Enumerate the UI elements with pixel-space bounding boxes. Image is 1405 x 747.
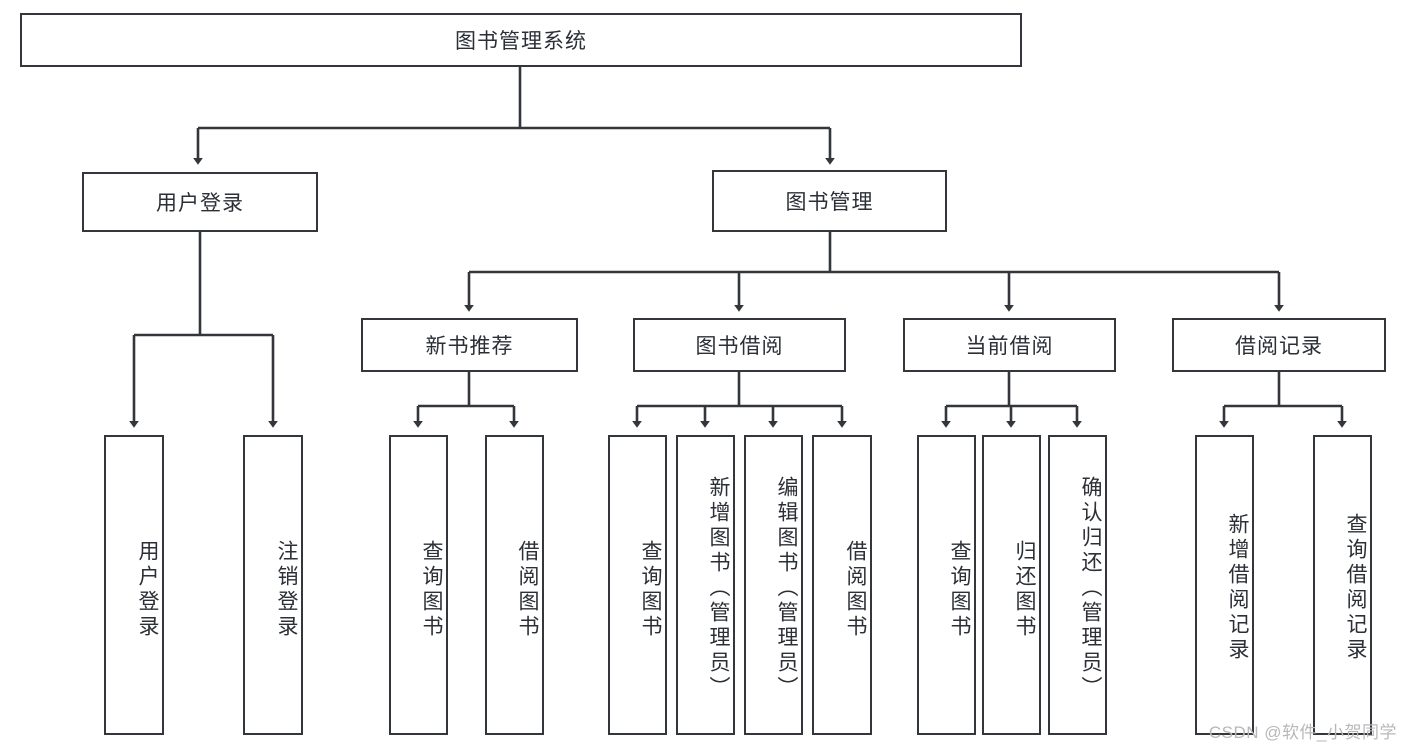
node-leaf-logout-login[interactable]: 注销登录 [243, 435, 303, 735]
node-user-login[interactable]: 用户登录 [82, 172, 318, 232]
node-current-borrow[interactable]: 当前借阅 [903, 318, 1116, 372]
node-leaf-query-book-3[interactable]: 查询图书 [917, 435, 976, 735]
node-leaf-user-login[interactable]: 用户登录 [104, 435, 164, 735]
node-leaf-borrow-book-2-label: 借阅图书 [844, 540, 867, 640]
node-borrow-record[interactable]: 借阅记录 [1172, 318, 1386, 372]
node-leaf-user-login-label: 用户登录 [136, 540, 159, 640]
node-leaf-confirm-return[interactable]: 确认归还（管理员） [1048, 435, 1107, 735]
node-leaf-borrow-book-1-label: 借阅图书 [516, 540, 539, 640]
node-root-label: 图书管理系统 [455, 30, 587, 53]
node-leaf-query-book-1-label: 查询图书 [420, 540, 443, 640]
node-leaf-logout-login-label: 注销登录 [275, 540, 298, 640]
node-current-borrow-label: 当前借阅 [965, 335, 1054, 358]
node-leaf-query-book-2[interactable]: 查询图书 [608, 435, 667, 735]
node-leaf-query-book-3-label: 查询图书 [948, 540, 971, 640]
node-new-book-recommend-label: 新书推荐 [425, 335, 514, 358]
node-user-login-label: 用户登录 [156, 192, 244, 215]
node-borrow-record-label: 借阅记录 [1235, 335, 1323, 358]
node-leaf-edit-book-label: 编辑图书（管理员） [775, 475, 798, 701]
node-leaf-query-record-label: 查询借阅记录 [1344, 513, 1367, 663]
node-book-borrow[interactable]: 图书借阅 [633, 318, 846, 372]
node-leaf-confirm-return-label: 确认归还（管理员） [1079, 475, 1102, 701]
node-leaf-add-book-label: 新增图书（管理员） [707, 475, 730, 701]
node-leaf-borrow-book-2[interactable]: 借阅图书 [812, 435, 872, 735]
node-leaf-query-book-2-label: 查询图书 [639, 540, 662, 640]
node-leaf-borrow-book-1[interactable]: 借阅图书 [485, 435, 544, 735]
node-leaf-return-book[interactable]: 归还图书 [982, 435, 1041, 735]
node-book-manage-label: 图书管理 [785, 191, 874, 214]
node-leaf-add-record-label: 新增借阅记录 [1226, 513, 1249, 663]
node-new-book-recommend[interactable]: 新书推荐 [361, 318, 578, 372]
watermark: CSDN @软件_小贺同学 [1208, 723, 1397, 742]
node-leaf-add-record[interactable]: 新增借阅记录 [1195, 435, 1254, 735]
node-root[interactable]: 图书管理系统 [20, 13, 1022, 67]
node-leaf-return-book-label: 归还图书 [1013, 540, 1036, 640]
node-leaf-query-record[interactable]: 查询借阅记录 [1313, 435, 1372, 735]
node-leaf-query-book-1[interactable]: 查询图书 [389, 435, 448, 735]
node-book-manage[interactable]: 图书管理 [712, 170, 947, 232]
node-leaf-add-book[interactable]: 新增图书（管理员） [676, 435, 735, 735]
node-leaf-edit-book[interactable]: 编辑图书（管理员） [744, 435, 803, 735]
node-book-borrow-label: 图书借阅 [695, 335, 784, 358]
